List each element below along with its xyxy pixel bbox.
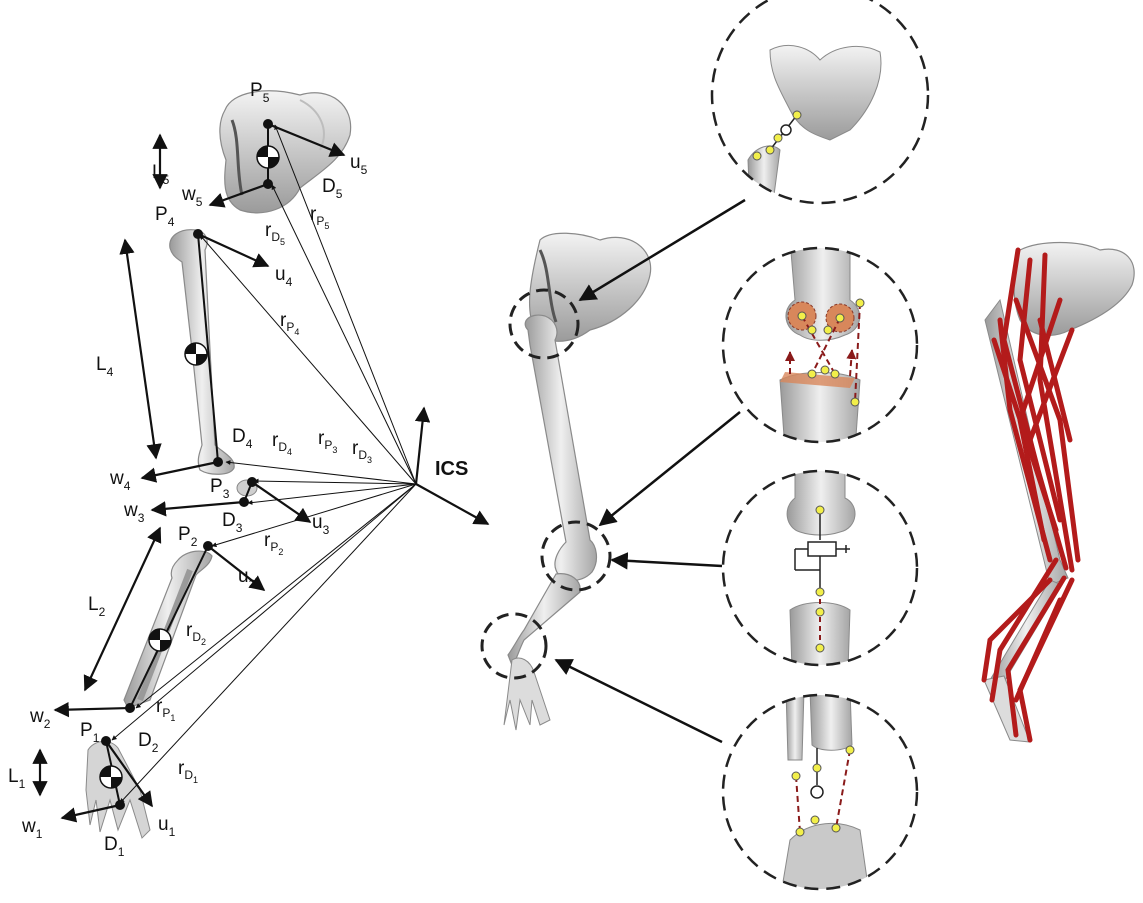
- label-P3: P3: [210, 476, 230, 501]
- label-D3: D3: [222, 510, 243, 535]
- right-muscle-model: [984, 243, 1134, 743]
- hip-detail-view: [712, 0, 928, 210]
- label-u2: u2: [238, 566, 256, 591]
- label-rD5: rD5: [265, 220, 285, 247]
- label-rD2: rD2: [186, 620, 206, 647]
- label-rP5: rP5: [310, 204, 329, 231]
- knee-contact-detail-view: [723, 470, 917, 670]
- label-D5: D5: [322, 176, 343, 201]
- knee-ligament-detail-view: [723, 240, 917, 450]
- label-u4: u4: [275, 264, 293, 289]
- label-rD1: rD1: [178, 758, 198, 785]
- label-w2: w2: [29, 706, 51, 731]
- label-w5: w5: [181, 184, 203, 209]
- label-u5: u5: [350, 152, 368, 177]
- label-rD3: rD3: [352, 438, 372, 465]
- label-w4: w4: [109, 468, 131, 493]
- femur-bone: [525, 315, 596, 580]
- label-w3: w3: [123, 500, 145, 525]
- pelvis-bone: [1014, 243, 1134, 336]
- label-L4: L4: [96, 354, 114, 379]
- label-D1: D1: [104, 834, 125, 859]
- foot-bone: [504, 658, 550, 730]
- label-ICS: ICS: [435, 458, 468, 480]
- label-D2: D2: [138, 730, 159, 755]
- label-u1: u1: [158, 814, 176, 839]
- ankle-detail-view: [723, 690, 917, 900]
- label-L1: L1: [8, 766, 26, 791]
- label-P1: P1: [80, 720, 100, 745]
- label-P2: P2: [178, 524, 198, 549]
- middle-leg-skeleton: [482, 200, 745, 742]
- label-rP4: rP4: [280, 310, 299, 337]
- label-rP2: rP2: [264, 530, 283, 557]
- label-P4: P4: [155, 204, 175, 229]
- label-u3: u3: [312, 512, 330, 537]
- label-rP3: rP3: [318, 428, 337, 455]
- label-D4: D4: [232, 426, 253, 451]
- label-L2: L2: [88, 594, 106, 619]
- label-rD4: rD4: [272, 430, 292, 457]
- label-w1: w1: [21, 816, 43, 841]
- label-rP1: rP1: [156, 696, 175, 723]
- left-segment-model: P5 L5 w5 D5 u5 rP5 P4 rD5 u4 rP4 L4 D4 r…: [8, 80, 488, 859]
